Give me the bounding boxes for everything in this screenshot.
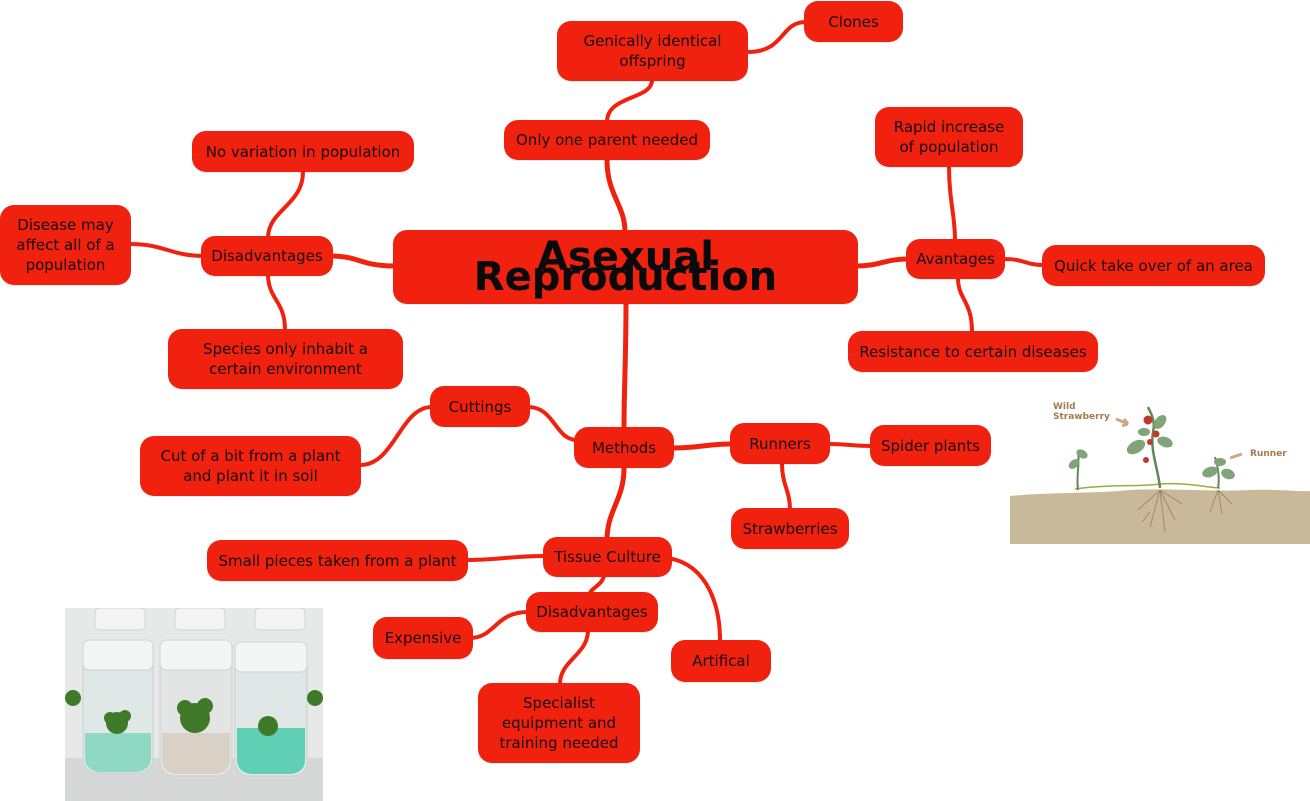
link-adv-resist: [956, 276, 974, 334]
link-disadv-env: [266, 272, 287, 332]
node-quick-takeover[interactable]: Quick take over of an area: [1042, 245, 1265, 286]
link-disadv-novar: [266, 170, 305, 240]
node-no-variation[interactable]: No variation in population: [192, 131, 414, 172]
node-spider-plants[interactable]: Spider plants: [870, 425, 991, 466]
tissue-culture-photo: [65, 608, 323, 801]
node-cuttings[interactable]: Cuttings: [430, 386, 530, 427]
node-only-one-parent[interactable]: Only one parent needed: [504, 120, 710, 160]
node-small-pieces[interactable]: Small pieces taken from a plant: [207, 540, 468, 581]
root-node[interactable]: Asexual Reproduction: [393, 230, 858, 304]
node-strawberries[interactable]: Strawberries: [731, 508, 849, 549]
link-identical-clones: [746, 20, 808, 54]
link-tissue-artifical: [666, 556, 722, 642]
node-disease-affect[interactable]: Disease may affect all of a population: [0, 205, 131, 285]
node-disadvantages[interactable]: Disadvantages: [201, 236, 333, 276]
node-certain-environment[interactable]: Species only inhabit a certain environme…: [168, 329, 403, 389]
node-identical-offspring[interactable]: Genically identical offspring: [557, 21, 748, 81]
link-adv-rapid: [947, 164, 957, 242]
link-tcdisadv-specialist: [558, 628, 590, 686]
link-tissue-small: [464, 554, 547, 562]
node-artifical[interactable]: Artifical: [671, 640, 771, 682]
link-methods-cuttings: [526, 405, 579, 442]
label-wild-strawberry: Wild Strawberry: [1053, 402, 1110, 422]
node-runners[interactable]: Runners: [730, 423, 830, 464]
node-tissue-culture[interactable]: Tissue Culture: [543, 537, 672, 577]
node-clones[interactable]: Clones: [804, 1, 903, 42]
link-cuttings-desc: [358, 405, 434, 467]
tissue-culture-jars-drawing: [65, 608, 323, 801]
link-parent-identical: [605, 78, 654, 124]
link-runners-spider: [826, 442, 874, 448]
node-resistance[interactable]: Resistance to certain diseases: [848, 331, 1098, 372]
strawberry-plant-drawing: [1010, 406, 1310, 544]
link-root-parent: [604, 157, 628, 235]
node-tc-disadvantages[interactable]: Disadvantages: [526, 592, 658, 632]
node-specialist[interactable]: Specialist equipment and training needed: [478, 683, 640, 763]
link-root-adv: [853, 256, 911, 269]
link-tissue-disadv: [588, 572, 606, 596]
link-methods-runners: [669, 441, 735, 451]
link-tcdisadv-expensive: [468, 610, 530, 640]
link-root-methods: [621, 299, 629, 431]
link-disadv-disease: [128, 242, 207, 258]
node-expensive[interactable]: Expensive: [373, 617, 473, 659]
node-methods[interactable]: Methods: [574, 427, 674, 468]
link-methods-tissue: [604, 465, 627, 543]
strawberry-runner-illustration: Wild Strawberry Runner: [1010, 392, 1310, 544]
link-adv-quick: [1002, 257, 1046, 267]
node-rapid-increase[interactable]: Rapid increase of population: [875, 107, 1023, 167]
node-advantages[interactable]: Avantages: [906, 239, 1005, 279]
node-cuttings-desc[interactable]: Cut of a bit from a plant and plant it i…: [140, 436, 361, 496]
label-runner: Runner: [1250, 449, 1287, 459]
link-root-disadv: [327, 253, 398, 269]
link-runners-straw: [780, 462, 792, 512]
